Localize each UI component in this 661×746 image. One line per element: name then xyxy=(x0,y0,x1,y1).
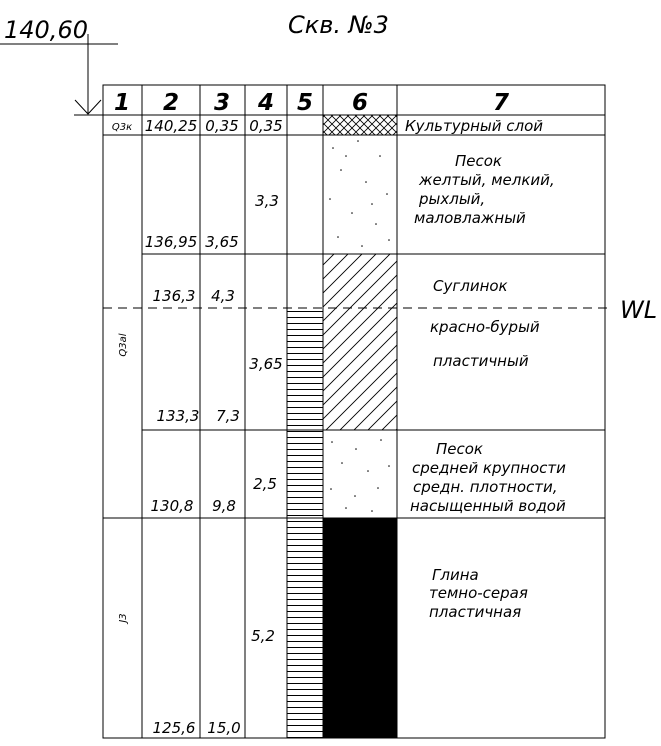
water-level-depth: 4,3 xyxy=(211,287,235,305)
layer-3-description-line-2: красно-бурый xyxy=(430,318,540,336)
layer-2-elevation: 136,95 xyxy=(145,233,198,251)
layer-4-description-line-4: насыщенный водой xyxy=(410,497,566,515)
layer-4-description-line-1: Песок xyxy=(436,440,483,458)
lithology-column xyxy=(323,115,397,738)
layer-4-depth: 9,8 xyxy=(212,497,236,515)
layer-1-elevation: 140,25 xyxy=(145,117,198,135)
column-header-6: 6 xyxy=(352,90,368,116)
layer-5-depth: 15,0 xyxy=(207,719,240,737)
lithology-crosshatch xyxy=(323,115,397,135)
layer-4-description-line-2: средней крупности xyxy=(412,459,566,477)
column-header-3: 3 xyxy=(214,90,230,116)
lithology-sand-dots-2 xyxy=(330,439,390,512)
column-header-7: 7 xyxy=(493,90,509,116)
layer-1-index: Q3к xyxy=(112,122,132,133)
column-header-4: 4 xyxy=(257,90,274,116)
layer-2-thickness: 3,3 xyxy=(255,192,279,210)
column-headers: 1 2 3 4 5 6 7 xyxy=(114,90,509,116)
lithology-sand-dots-1 xyxy=(329,140,390,247)
layer-2-description-line-2: желтый, мелкий, xyxy=(418,171,555,189)
layer-4-thickness: 2,5 xyxy=(253,475,277,493)
layer-5-elevation: 125,6 xyxy=(153,719,196,737)
borehole-title: Скв. №3 xyxy=(288,11,389,39)
layer-4-description-line-3: средн. плотности, xyxy=(413,478,558,496)
lithology-clay-solid xyxy=(323,518,397,738)
layer-2-description-line-3: рыхлый, xyxy=(418,190,485,208)
layer-1-description-line-1: Культурный слой xyxy=(405,117,543,135)
layer-5-description-line-3: пластичная xyxy=(429,603,521,621)
layer-2-depth: 3,65 xyxy=(205,233,238,251)
layer-5-description-line-2: темно-серая xyxy=(429,584,528,602)
layer-2-description-line-1: Песок xyxy=(455,152,502,170)
layer-4-elevation: 130,8 xyxy=(151,497,194,515)
layer-3-description-line-3: пластичный xyxy=(433,352,529,370)
water-level-elevation: 136,3 xyxy=(153,287,196,305)
column-header-2: 2 xyxy=(163,90,179,116)
layer-2-description-line-4: маловлажный xyxy=(414,209,526,227)
water-level-label: WL xyxy=(620,296,657,324)
water-saturation-hatch xyxy=(287,308,323,738)
column-header-1: 1 xyxy=(114,90,130,116)
layer-1-thickness: 0,35 xyxy=(249,117,282,135)
column-header-5: 5 xyxy=(297,90,313,116)
merged-index: Q3al xyxy=(118,333,129,356)
layer-5-thickness: 5,2 xyxy=(251,627,275,645)
lithology-diagonal xyxy=(323,254,397,430)
layer-1-depth: 0,35 xyxy=(205,117,238,135)
layer-3-depth: 7,3 xyxy=(216,407,240,425)
elevation-arrow-icon xyxy=(74,99,102,115)
layer-5-index: J3 xyxy=(118,613,129,624)
layer-3-thickness: 3,65 xyxy=(249,355,282,373)
layer-3-elevation: 133,3 xyxy=(157,407,200,425)
layer-5-description-line-1: Глина xyxy=(432,566,479,584)
wellhead-elevation: 140,60 xyxy=(4,16,88,44)
layer-3-description-line-1: Суглинок xyxy=(433,277,508,295)
